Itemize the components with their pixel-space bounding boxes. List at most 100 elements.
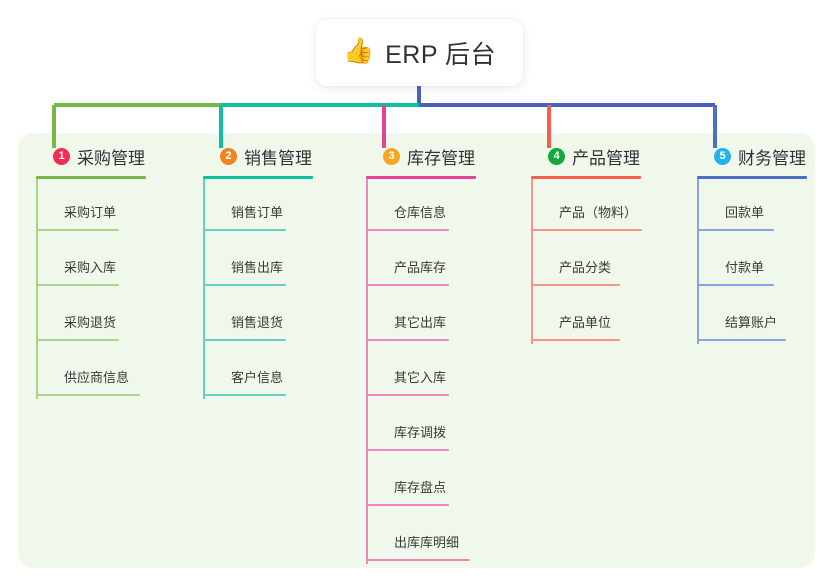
branch-leaf-list-3: 仓库信息产品库存其它出库其它入库库存调拨库存盘点出库库明细 <box>366 179 517 564</box>
leaf-item[interactable]: 付款单 <box>697 234 817 289</box>
leaf-rule <box>367 559 470 561</box>
leaf-label: 结算账户 <box>725 315 778 330</box>
branch-header-rule-5 <box>697 176 807 179</box>
leaf-rule <box>367 449 449 451</box>
leaf-label: 产品库存 <box>394 260 447 275</box>
leaf-item[interactable]: 产品单位 <box>531 289 682 344</box>
leaf-label: 库存盘点 <box>394 480 447 495</box>
thumbs-up-icon: 👍 <box>342 37 375 65</box>
root-node[interactable]: 👍 ERP 后台 <box>316 19 523 86</box>
branch-leaf-list-1: 采购订单采购入库采购退货供应商信息 <box>36 179 187 399</box>
leaf-item[interactable]: 销售出库 <box>203 234 354 289</box>
branch-badge-icon-5: 5 <box>714 147 731 165</box>
leaf-label: 采购退货 <box>64 315 117 330</box>
branch-header-2[interactable]: 2 销售管理 <box>203 144 354 168</box>
branch-column-1: 1 采购管理采购订单采购入库采购退货供应商信息 <box>36 144 187 399</box>
leaf-rule <box>367 504 449 506</box>
leaf-label: 回款单 <box>725 205 765 220</box>
leaf-label: 采购入库 <box>64 260 117 275</box>
leaf-item[interactable]: 销售订单 <box>203 179 354 234</box>
branch-column-4: 4 产品管理产品（物料） 产品分类产品单位 <box>531 144 682 344</box>
leaf-item[interactable]: 采购退货 <box>36 289 187 344</box>
leaf-rule <box>367 394 449 396</box>
leaf-item[interactable]: 仓库信息 <box>366 179 517 234</box>
leaf-label: 库存调拨 <box>394 425 447 440</box>
leaf-item[interactable]: 结算账户 <box>697 289 817 344</box>
leaf-label: 产品单位 <box>559 315 612 330</box>
leaf-label: 销售订单 <box>231 205 284 220</box>
leaf-rule <box>698 229 774 231</box>
branch-column-2: 2 销售管理销售订单销售出库销售退货客户信息 <box>203 144 354 399</box>
branch-badge-icon-1: 1 <box>53 147 70 165</box>
leaf-label: 采购订单 <box>64 205 117 220</box>
branch-leaf-list-4: 产品（物料） 产品分类产品单位 <box>531 179 682 344</box>
leaf-rule <box>532 229 642 231</box>
leaf-label: 销售出库 <box>231 260 284 275</box>
leaf-rule <box>532 339 620 341</box>
branch-header-1[interactable]: 1 采购管理 <box>36 144 187 168</box>
leaf-label: 其它出库 <box>394 315 447 330</box>
branch-badge-icon-2: 2 <box>220 147 237 165</box>
branch-spine-5 <box>697 179 699 344</box>
leaf-item[interactable]: 回款单 <box>697 179 817 234</box>
leaf-rule <box>37 284 119 286</box>
leaf-rule <box>204 284 286 286</box>
branch-header-rule-3 <box>366 176 476 179</box>
leaf-label: 产品（物料） <box>559 205 638 220</box>
branch-column-5: 5 财务管理回款单付款单结算账户 <box>697 144 817 344</box>
leaf-rule <box>204 394 286 396</box>
leaf-label: 客户信息 <box>231 370 284 385</box>
leaf-item[interactable]: 其它入库 <box>366 344 517 399</box>
leaf-item[interactable]: 其它出库 <box>366 289 517 344</box>
leaf-item[interactable]: 采购入库 <box>36 234 187 289</box>
leaf-rule <box>698 339 786 341</box>
leaf-label: 仓库信息 <box>394 205 447 220</box>
branch-title-5: 财务管理 <box>738 148 806 168</box>
leaf-rule <box>37 394 140 396</box>
leaf-item[interactable]: 供应商信息 <box>36 344 187 399</box>
branch-title-4: 产品管理 <box>572 148 640 168</box>
leaf-rule <box>532 284 620 286</box>
branch-spine-3 <box>366 179 368 564</box>
leaf-label: 产品分类 <box>559 260 612 275</box>
branch-spine-2 <box>203 179 205 399</box>
leaf-item[interactable]: 采购订单 <box>36 179 187 234</box>
branch-header-rule-1 <box>36 176 146 179</box>
leaf-rule <box>367 339 449 341</box>
root-node-content: 👍 ERP 后台 <box>343 35 496 71</box>
root-title: ERP 后台 <box>385 40 497 69</box>
branch-leaf-list-5: 回款单付款单结算账户 <box>697 179 817 344</box>
leaf-rule <box>367 284 449 286</box>
leaf-item[interactable]: 产品（物料） <box>531 179 682 234</box>
leaf-item[interactable]: 产品分类 <box>531 234 682 289</box>
branch-badge-icon-4: 4 <box>548 147 565 165</box>
leaf-item[interactable]: 销售退货 <box>203 289 354 344</box>
branch-title-2: 销售管理 <box>244 148 312 168</box>
leaf-item[interactable]: 出库库明细 <box>366 509 517 564</box>
branch-title-1: 采购管理 <box>77 148 145 168</box>
branch-header-4[interactable]: 4 产品管理 <box>531 144 682 168</box>
leaf-rule <box>37 229 119 231</box>
leaf-item[interactable]: 库存调拨 <box>366 399 517 454</box>
leaf-item[interactable]: 客户信息 <box>203 344 354 399</box>
leaf-rule <box>204 339 286 341</box>
branch-leaf-list-2: 销售订单销售出库销售退货客户信息 <box>203 179 354 399</box>
branch-spine-4 <box>531 179 533 344</box>
leaf-label: 出库库明细 <box>394 535 460 550</box>
branch-header-rule-4 <box>531 176 641 179</box>
leaf-label: 其它入库 <box>394 370 447 385</box>
branch-spine-1 <box>36 179 38 399</box>
branch-header-5[interactable]: 5 财务管理 <box>697 144 817 168</box>
leaf-item[interactable]: 产品库存 <box>366 234 517 289</box>
branch-header-rule-2 <box>203 176 313 179</box>
branch-badge-icon-3: 3 <box>383 147 400 165</box>
leaf-rule <box>367 229 449 231</box>
leaf-item[interactable]: 库存盘点 <box>366 454 517 509</box>
leaf-label: 供应商信息 <box>64 370 130 385</box>
leaf-label: 销售退货 <box>231 315 284 330</box>
leaf-label: 付款单 <box>725 260 765 275</box>
